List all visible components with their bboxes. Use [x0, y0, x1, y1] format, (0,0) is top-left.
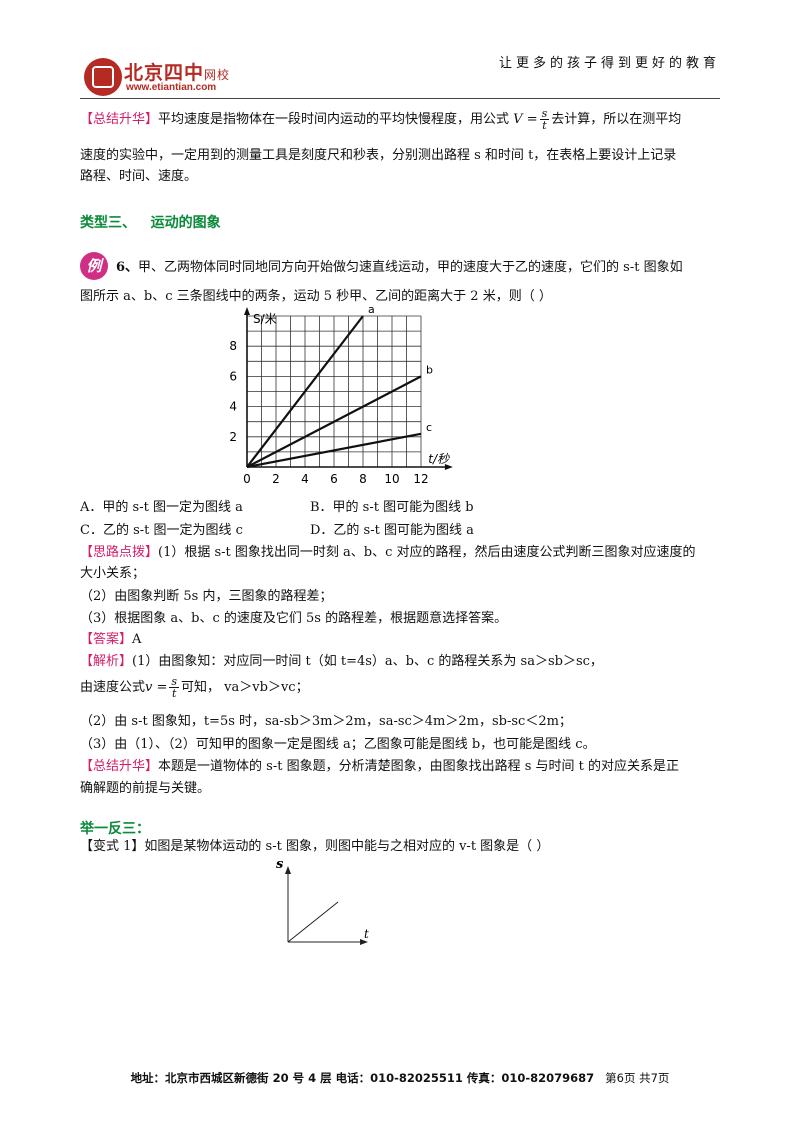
summary2-line1: 【总结升华】本题是一道物体的 s-t 图象题，分析清楚图象，由图象找出路程 s …	[80, 759, 679, 774]
hint-line3: （2）由图象判断 5s 内，三图象的路程差；	[80, 589, 333, 604]
x-tick-label: 6	[330, 472, 338, 486]
series-label-c: c	[426, 421, 432, 434]
x-tick-label: 8	[359, 472, 367, 486]
practice-variant: 【变式 1】如图是某物体运动的 s-t 图象，则图中能与之相对应的 v-t 图象…	[80, 839, 550, 854]
slogan: 让更多的孩子得到更好的教育	[498, 56, 720, 71]
option-a: A．甲的 s-t 图一定为图线 a	[80, 500, 243, 515]
x-tick-label: 2	[272, 472, 280, 486]
footer: 地址：北京市西城区新德街 20 号 4 层 电话：010-82025511 传真…	[130, 1071, 670, 1085]
y-tick-label: 8	[229, 339, 237, 353]
hint-line2: 大小关系；	[80, 566, 146, 581]
analysis-line1: 【解析】(1）由图象知：对应同一时间 t（如 t=4s）a、b、c 的路程关系为…	[80, 654, 603, 669]
y-axis-arrow	[244, 307, 250, 315]
hint-line4: （3）根据图象 a、b、c 的速度及它们 5s 的路程差，根据题意选择答案。	[80, 611, 508, 626]
series-label-b: b	[426, 363, 433, 376]
x-tick-label: 12	[413, 472, 428, 486]
small-t-label: t	[364, 927, 369, 941]
x-axis-label: t/秒	[428, 452, 450, 466]
summary2-line2: 确解题的前提与关键。	[80, 781, 211, 796]
option-d: D．乙的 s-t 图可能为图线 a	[310, 523, 474, 538]
example-badge: 例	[80, 252, 108, 280]
y-tick-label: 6	[229, 369, 237, 383]
x-tick-label: 0	[243, 472, 251, 486]
st-chart: 0 2 4 6 8 10 12 2 4 6 8 S/米 t/秒 a b c	[229, 305, 453, 486]
header-divider	[80, 98, 720, 99]
y-tick-label: 4	[229, 400, 237, 414]
summary1-line3: 路程、时间、速度。	[80, 169, 198, 184]
x-tick-label: 4	[301, 472, 309, 486]
y-tick-label: 2	[229, 430, 237, 444]
series-line-b	[246, 375, 422, 468]
analysis-line3: （2）由 s-t 图象知，t=5s 时，sa-sb＞3m＞2m，sa-sc＞4m…	[80, 714, 572, 729]
small-y-arrow	[285, 866, 291, 874]
x-axis-arrow	[444, 464, 453, 470]
logo-brand: 北京四中网校	[124, 62, 231, 84]
practice-title: 举一反三：	[80, 821, 150, 837]
series-line-a	[246, 315, 364, 468]
example-line1: 6、甲、乙两物体同时同地同方向开始做匀速直线运动，甲的速度大于乙的速度，它们的 …	[116, 260, 683, 275]
logo-emblem	[84, 58, 122, 96]
small-st-graph: s t	[276, 857, 369, 945]
section-title: 类型三、 运动的图象	[80, 215, 221, 231]
hint-line1: 【思路点拨】(1）根据 s-t 图象找出同一时刻 a、b、c 对应的路程，然后由…	[80, 545, 696, 560]
summary1-line2: 速度的实验中，一定用到的测量工具是刻度尺和秒表，分别测出路程 s 和时间 t，在…	[80, 148, 677, 163]
x-tick-label: 10	[384, 472, 399, 486]
small-x-arrow	[360, 939, 368, 945]
example-line2: 图所示 a、b、c 三条图线中的两条，运动 5 秒甲、乙间的距离大于 2 米，则…	[80, 289, 552, 304]
small-st-line	[287, 901, 339, 943]
answer-line: 【答案】A	[80, 632, 142, 647]
analysis-line4: （3）由（1）、（2）可知甲的图象一定是图线 a；乙图象可能是图线 b，也可能是…	[80, 737, 596, 752]
small-s-label: s	[276, 857, 284, 872]
series-line-c	[246, 432, 422, 469]
option-b: B．甲的 s-t 图可能为图线 b	[310, 500, 474, 515]
option-c: C．乙的 s-t 图一定为图线 c	[80, 523, 243, 538]
y-axis-label: S/米	[253, 312, 277, 326]
series-label-a: a	[368, 305, 375, 316]
logo-url: www.etiantian.com	[126, 82, 217, 93]
